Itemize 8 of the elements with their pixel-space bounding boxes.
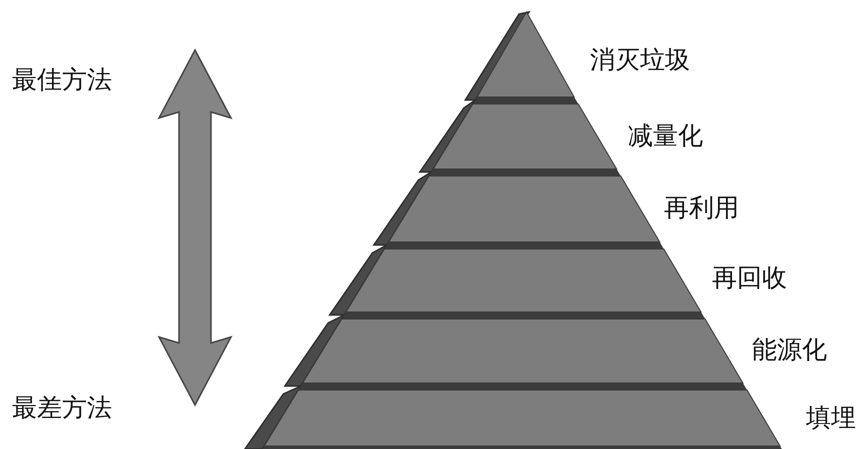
tier-label: 再利用 (664, 193, 739, 223)
tier-label: 最佳方法 (12, 65, 112, 95)
tier-label: 减量化 (628, 121, 703, 151)
tier-label: 再回收 (712, 263, 787, 293)
tier-label: 最差方法 (12, 393, 112, 423)
tier-label: 消灭垃圾 (590, 45, 690, 75)
tier-label: 填埋 (806, 403, 856, 433)
tier-label: 能源化 (752, 335, 827, 365)
